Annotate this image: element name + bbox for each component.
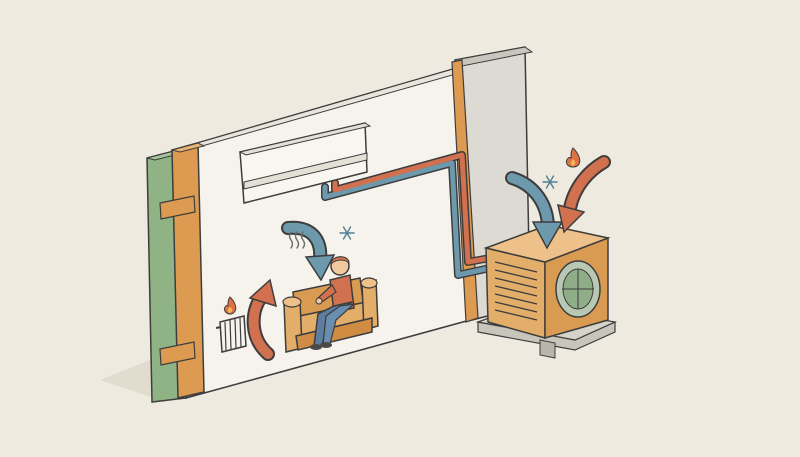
outdoor-unit [475,224,618,359]
snowflake-icon [542,175,558,189]
fan-grille [555,260,601,318]
outdoor-flows [505,155,611,250]
indoor-unit [238,122,372,204]
wood-block-lower [159,341,196,366]
indoor-cool-air-arrow [283,222,326,265]
hot-line [332,152,493,265]
person [310,256,356,350]
outdoor-heat-in-arrow [565,157,609,213]
louvres [494,261,538,321]
indoor-warm-flow [246,278,278,361]
fire-icon [566,147,581,168]
snowflake-icon [339,226,355,240]
refrigerant-lines [321,151,494,279]
fire-icon [223,296,237,315]
radiator [215,315,247,353]
wall-cutaway-left [146,142,206,403]
cold-line [322,160,493,278]
wood-block-upper [159,195,196,220]
indoor-cool-flow [281,220,336,282]
heat-waves-icon [288,231,306,249]
